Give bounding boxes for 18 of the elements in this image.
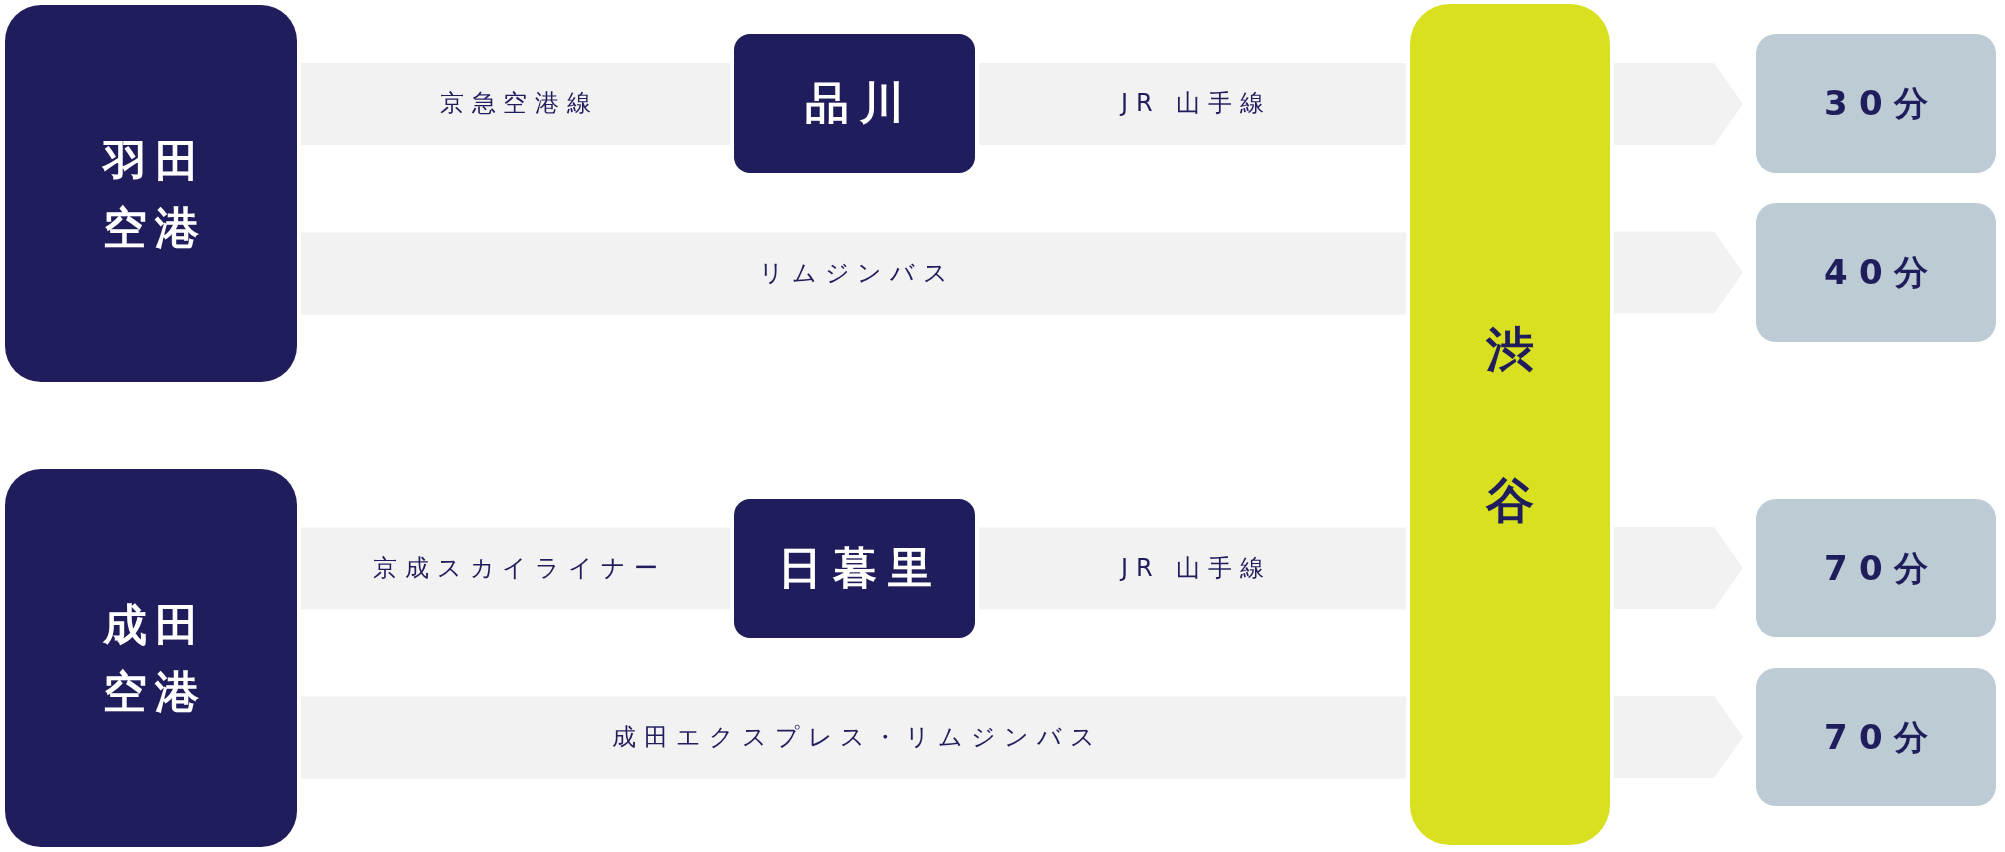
airport-name: 羽田空港 [101,133,210,255]
travel-time-box [1756,34,1996,173]
travel-time: 30分 [1823,83,1940,124]
travel-time-box [1756,499,1996,637]
station-name: 日暮里 [776,542,943,595]
airport-name: 成田空港 [101,598,210,719]
travel-time-box [1756,668,1996,806]
destination-name: 渋谷 [1484,319,1535,530]
station-box [734,34,975,173]
travel-time: 70分 [1823,716,1940,758]
destination-bar [1410,4,1610,845]
travel-time: 40分 [1823,252,1940,293]
airport-box [5,5,297,382]
airport-box [5,469,297,847]
station-box [734,499,975,638]
travel-time-box [1756,203,1996,342]
travel-time: 70分 [1823,547,1940,589]
station-name: 品川 [804,77,915,130]
